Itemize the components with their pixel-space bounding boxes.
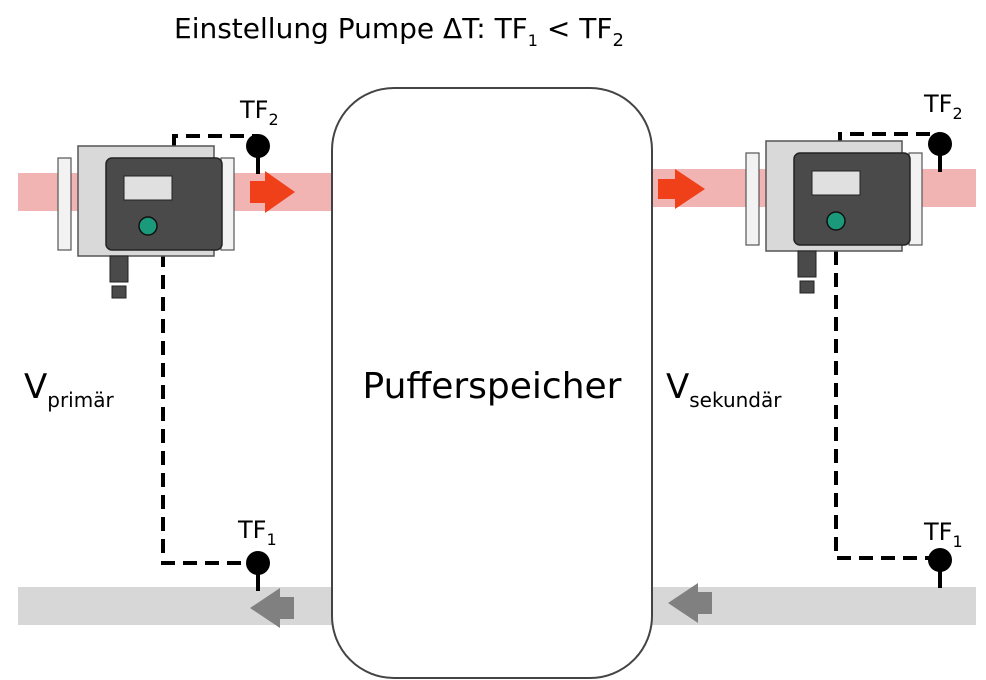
sensor-tf2-right-icon: [926, 130, 954, 174]
tank-label: Pufferspeicher: [363, 366, 622, 407]
pump-primary-icon: [57, 145, 235, 299]
hot-flow-arrow-right-icon: [658, 169, 705, 209]
label-tf2-left: TF2: [239, 96, 279, 129]
cold-flow-arrow-right-icon: [668, 583, 712, 623]
diagram-title: Einstellung Pumpe ΔT: TF1 < TF2: [174, 12, 624, 51]
buffer-tank: [331, 87, 653, 679]
label-v-secondary: Vsekundär: [666, 367, 782, 412]
label-tf1-right: TF1: [923, 518, 963, 551]
hot-flow-arrow-left-icon: [250, 171, 295, 213]
sensor-tf2-left-icon: [244, 132, 272, 176]
signal-lines-left: [161, 134, 258, 565]
pump-secondary-icon: [745, 140, 923, 294]
sensor-tf1-left-icon: [244, 549, 272, 593]
label-v-primary: Vprimär: [24, 367, 114, 412]
label-tf1-left: TF1: [237, 516, 277, 549]
sensor-tf1-right-icon: [926, 546, 954, 590]
cold-flow-arrow-left-icon: [250, 588, 294, 628]
label-tf2-right: TF2: [923, 90, 963, 123]
